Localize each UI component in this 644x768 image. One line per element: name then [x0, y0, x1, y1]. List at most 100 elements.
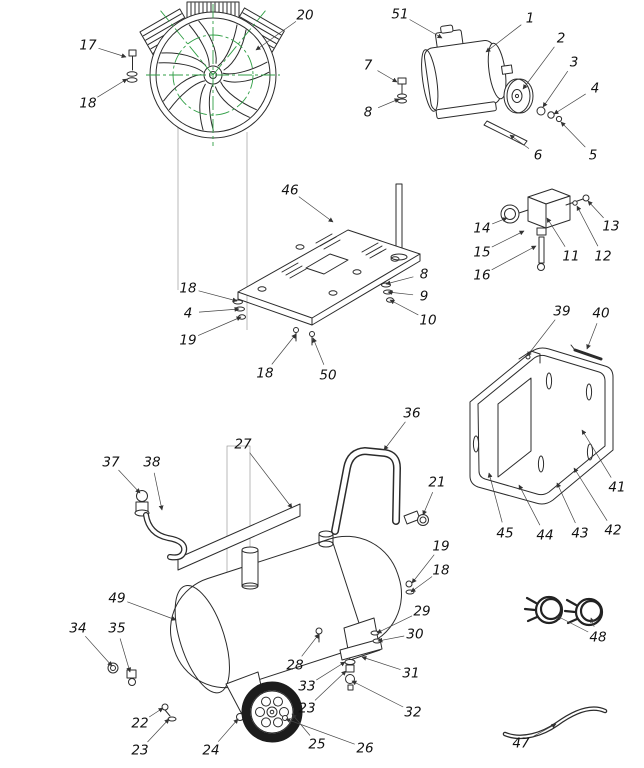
callout-30: 30: [406, 627, 423, 643]
handle: [331, 446, 402, 535]
callout-18: 18: [432, 563, 449, 579]
callout-leader-30: [377, 635, 405, 643]
callout-leader-10: [389, 299, 419, 316]
callout-18: 18: [256, 366, 273, 382]
callout-leader-7: [377, 70, 398, 83]
callout-9: 9: [420, 289, 429, 305]
callout-leader-19: [411, 554, 435, 584]
callout-leader-35: [119, 638, 132, 673]
pump-mount-bolt: [126, 49, 138, 83]
foot-bolt: [161, 703, 177, 722]
callout-leader-1: [485, 24, 522, 53]
callout-31: 31: [402, 666, 419, 682]
callout-leader-44: [518, 484, 541, 526]
callout-1: 1: [526, 11, 535, 27]
callout-leader-43: [556, 482, 576, 524]
callout-leader-47: [530, 723, 557, 739]
vibration-damper: [241, 549, 259, 587]
callout-4: 4: [591, 81, 600, 97]
callout-leader-17: [98, 47, 127, 59]
callout-leader-51: [409, 19, 443, 39]
switch-bolt: [565, 194, 590, 206]
callout-leader-23: [314, 670, 347, 701]
pump-mount-plate: [177, 503, 301, 590]
callout-26: 26: [356, 741, 373, 757]
callout-leader-6: [509, 134, 530, 149]
callout-23: 23: [298, 701, 315, 717]
callout-leader-26: [285, 718, 355, 745]
callout-leader-27: [249, 452, 293, 509]
callout-leader-18: [410, 576, 433, 593]
callout-leader-15: [491, 230, 525, 248]
callout-leader-42: [573, 467, 608, 521]
callout-leader-19: [197, 316, 242, 336]
belt-guard: [469, 344, 614, 505]
callout-leader-34: [85, 635, 113, 667]
callout-18: 18: [179, 281, 196, 297]
plate-screws: [293, 327, 315, 346]
callout-43: 43: [571, 526, 588, 542]
callout-37: 37: [102, 455, 120, 471]
callout-leader-28: [301, 633, 320, 657]
callout-leader-8: [385, 276, 414, 286]
plate-rod: [395, 183, 403, 255]
callout-leader-24: [217, 718, 239, 742]
drain-tube: [502, 706, 608, 740]
callout-leader-12: [576, 205, 599, 247]
callout-4: 4: [184, 306, 193, 322]
wheel-assembly: [225, 671, 303, 743]
callout-6: 6: [534, 148, 543, 164]
plate-slots: [281, 233, 387, 279]
support-leg: [315, 617, 383, 661]
callout-leader-11: [546, 217, 566, 247]
callout-leader-36: [383, 421, 406, 451]
callout-49: 49: [108, 591, 125, 607]
callout-11: 11: [562, 249, 579, 265]
callout-3: 3: [570, 55, 579, 71]
callout-leader-18: [97, 78, 128, 98]
check-valve: [134, 490, 188, 561]
outlet-nut: [403, 510, 429, 526]
callout-10: 10: [419, 313, 436, 329]
callout-24: 24: [202, 743, 219, 759]
switch-tube: [538, 236, 545, 264]
callout-leader-23: [147, 718, 170, 743]
callout-leader-22: [149, 707, 164, 718]
callout-8: 8: [420, 267, 429, 283]
callout-40: 40: [592, 306, 609, 322]
pressure-gauge: [500, 204, 520, 224]
callout-32: 32: [404, 705, 421, 721]
callout-leader-38: [153, 472, 164, 511]
callout-33: 33: [298, 679, 315, 695]
callout-25: 25: [308, 737, 325, 753]
callout-leader-49: [127, 601, 177, 621]
callout-45: 45: [496, 526, 513, 542]
hose-coils: [523, 595, 604, 627]
callout-leader-18: [271, 333, 297, 365]
callout-41: 41: [608, 480, 625, 496]
callout-leader-32: [351, 680, 404, 708]
callout-leader-8: [377, 98, 400, 109]
callout-21: 21: [428, 475, 445, 491]
cap-fittings: [107, 662, 137, 686]
callout-leader-16: [491, 245, 537, 271]
callout-12: 12: [594, 249, 611, 265]
base-plate: [233, 183, 421, 346]
wheel-tire: [241, 681, 303, 743]
callout-leader-9: [387, 290, 414, 296]
callout-leader-39: [526, 319, 556, 357]
guard-vents: [472, 372, 594, 473]
callout-leader-48: [590, 617, 595, 627]
callout-23: 23: [131, 743, 148, 759]
callout-51: 51: [391, 7, 408, 23]
callout-28: 28: [286, 658, 303, 674]
callout-34: 34: [69, 621, 86, 637]
callout-leader-13: [587, 200, 604, 219]
callout-leader-29: [376, 615, 413, 634]
callout-39: 39: [553, 304, 570, 320]
callout-leader-4: [198, 306, 240, 313]
handle-hardware: [405, 580, 415, 595]
callout-leader-45: [487, 472, 503, 523]
